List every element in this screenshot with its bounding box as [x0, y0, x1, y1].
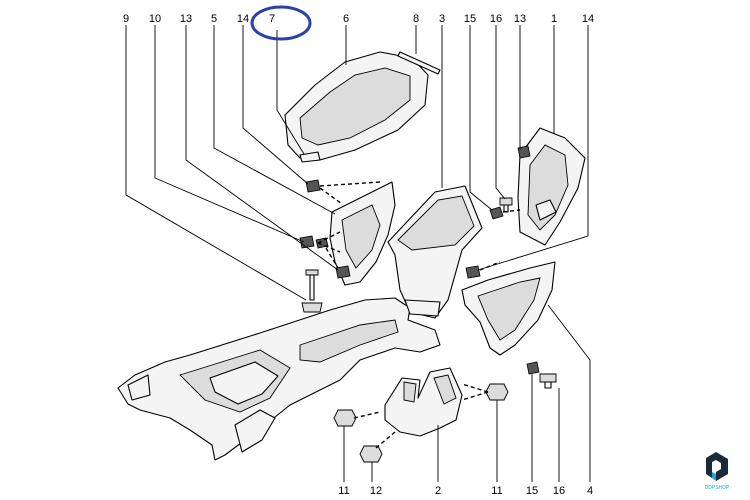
highlight-circle	[250, 5, 312, 41]
callout-14: 14	[237, 13, 249, 25]
callout-11-right: 11	[491, 485, 502, 497]
part-12-nut	[359, 445, 383, 463]
callout-13: 13	[180, 13, 192, 25]
part-11-nut-right	[485, 383, 509, 401]
part-8-hinge-rod	[397, 51, 441, 75]
part-2-bracket	[384, 367, 463, 437]
part-16-screw-bottom	[539, 373, 557, 389]
callout-7: 7	[269, 13, 275, 25]
callout-1: 1	[551, 13, 557, 25]
callout-9: 9	[123, 13, 129, 25]
callout-10: 10	[149, 13, 161, 25]
part-15-clip-bottom	[526, 361, 540, 375]
callout-13-right: 13	[514, 13, 526, 25]
callout-5: 5	[211, 13, 217, 25]
callouts-bottom: 11 12 2 11 15 16 4	[338, 485, 593, 497]
callout-3: 3	[439, 13, 445, 25]
callout-8: 8	[413, 13, 419, 25]
part-11-nut-left	[333, 409, 357, 427]
callout-12: 12	[370, 485, 382, 497]
part-16-screw-top	[499, 197, 513, 213]
part-15-clip-top	[489, 206, 504, 220]
callouts-top: 9 10 13 5 14 7 6 8 3 15 16 13 1 14	[123, 13, 594, 25]
callout-4: 4	[587, 485, 593, 497]
callout-11: 11	[338, 485, 349, 497]
callout-2: 2	[435, 485, 441, 497]
callout-15: 15	[464, 13, 476, 25]
part-1-rear-panel	[517, 127, 586, 246]
part-10-clip	[299, 235, 329, 249]
part-13-clip-right	[517, 145, 531, 159]
part-14-clip-left	[305, 179, 321, 193]
part-6-armrest-lid	[284, 51, 429, 163]
part-13-clip-left	[335, 265, 351, 279]
callout-6: 6	[343, 13, 349, 25]
callout-16: 16	[490, 13, 502, 25]
part-4-right-panel	[461, 261, 556, 356]
console-base	[117, 297, 441, 461]
part-3-storage-bin	[387, 185, 483, 319]
leader-lines	[125, 25, 591, 482]
callout-16-bottom: 16	[553, 485, 565, 497]
callout-15-bottom: 15	[526, 485, 538, 497]
part-14-clip-right	[465, 265, 481, 279]
part-5-left-bracket	[329, 181, 396, 286]
callout-14-right: 14	[582, 13, 594, 25]
logo-text: DDPSHOP	[705, 485, 730, 491]
part-9-bolt	[301, 269, 323, 313]
ddpshop-logo-icon: DDPSHOP	[705, 452, 730, 491]
